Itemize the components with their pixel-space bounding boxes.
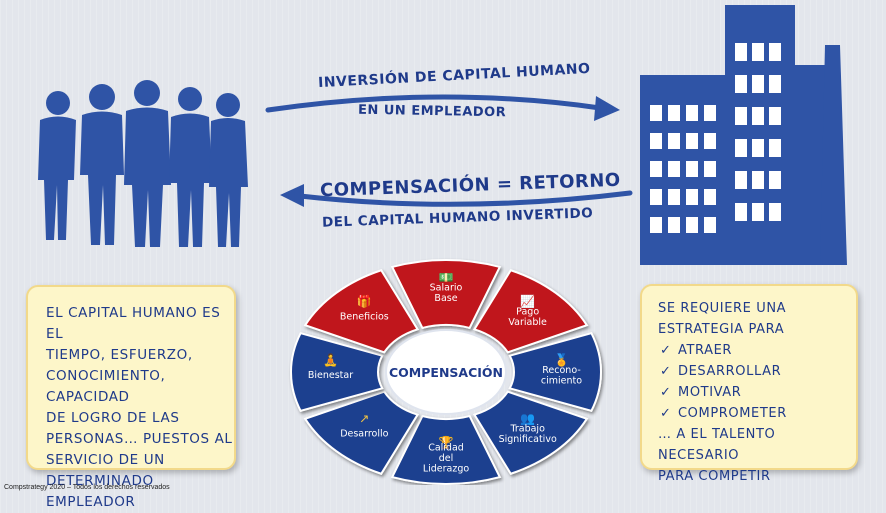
strategy-note: SE REQUIERE UNA ESTRATEGIA PARA ✓ATRAER … xyxy=(640,284,858,484)
return-arrowhead xyxy=(280,184,304,207)
wheel-segment-label: Significativo xyxy=(499,434,557,445)
team-icon: 👥 xyxy=(520,411,535,425)
wheel-segment-label: Recono- xyxy=(542,365,581,376)
note-outro-line: PARA COMPETIR xyxy=(658,469,771,484)
wheel-segment-label: Pago xyxy=(516,307,539,318)
wheel-segment xyxy=(390,414,502,485)
wheel-segment xyxy=(390,259,502,330)
note-line: SERVICIO DE UN xyxy=(46,452,165,468)
wheel-center xyxy=(385,329,507,415)
checkmark-icon: ✓ xyxy=(660,385,672,400)
wheel-segment-label: Base xyxy=(434,293,457,304)
factory-building-icon xyxy=(640,5,847,265)
note-outro-line: … A EL TALENTO NECESARIO xyxy=(658,427,776,463)
wheel-segment-label: cimiento xyxy=(541,376,582,387)
wheel-segment-label: Desarrollo xyxy=(340,428,388,439)
note-intro-line: ESTRATEGIA PARA xyxy=(658,322,785,337)
checkmark-icon: ✓ xyxy=(660,364,672,379)
wheel-segment-label: Liderazgo xyxy=(423,464,470,475)
footer-copyright: Compstrategy 2020 – Todos los derechos r… xyxy=(4,484,170,491)
human-capital-definition-note: EL CAPITAL HUMANO ES EL TIEMPO, ESFUERZO… xyxy=(26,285,236,510)
investment-arrowhead xyxy=(594,96,620,121)
wheel-segment-label: Calidad xyxy=(428,443,464,454)
wheel-segment-label: Beneficios xyxy=(340,312,389,323)
checkmark-icon: ✓ xyxy=(660,406,672,421)
note-intro-line: SE REQUIERE UNA xyxy=(658,301,787,316)
benefits-icon: 🎁 xyxy=(357,295,372,309)
medal-icon: 🏅 xyxy=(554,353,569,367)
note-line: DE LOGRO DE LAS xyxy=(46,410,180,426)
investment-label-line2: EN UN EMPLEADOR xyxy=(357,102,507,121)
investment-arrow xyxy=(265,94,603,113)
climb-arrow-icon: ↗ xyxy=(359,411,369,425)
wheel-segment-label: Trabajo xyxy=(509,423,545,434)
leader-icon: 🏆 xyxy=(439,436,454,450)
bar-growth-icon: 📈 xyxy=(520,295,535,309)
wheel-segment-label: Bienestar xyxy=(308,370,353,381)
people-silhouettes-icon xyxy=(38,80,248,247)
note-line: EL CAPITAL HUMANO ES EL xyxy=(46,305,221,342)
wheel-segment-label: Variable xyxy=(508,317,547,328)
note-line: CONOCIMIENTO, CAPACIDAD xyxy=(46,368,166,405)
note-line: PERSONAS… PUESTOS AL xyxy=(46,431,233,447)
wheel-segment xyxy=(290,331,384,413)
wheel-segment-label: Salario xyxy=(430,283,463,294)
return-arrow xyxy=(297,190,633,207)
flow-arrows xyxy=(265,94,633,207)
wheel-segment-label: del xyxy=(439,453,454,464)
checkmark-icon: ✓ xyxy=(660,343,672,358)
list-item: ✓MOTIVAR xyxy=(658,382,856,403)
wheel-segment xyxy=(303,269,420,354)
list-item: ✓DESARROLLAR xyxy=(658,361,856,382)
list-item: ✓COMPROMETER xyxy=(658,403,856,424)
meditation-icon: 🧘 xyxy=(323,353,338,367)
list-item: ✓ATRAER xyxy=(658,340,856,361)
note-line: DETERMINADO EMPLEADOR xyxy=(46,473,154,510)
money-icon: 💵 xyxy=(439,271,454,285)
wheel-segment xyxy=(303,390,420,475)
wheel-center-label: COMPENSACIÓN xyxy=(389,365,503,380)
note-line: TIEMPO, ESFUERZO, xyxy=(46,347,193,363)
wheel-segment xyxy=(472,269,589,354)
wheel-segment xyxy=(472,390,589,475)
wheel-segment xyxy=(508,331,602,413)
